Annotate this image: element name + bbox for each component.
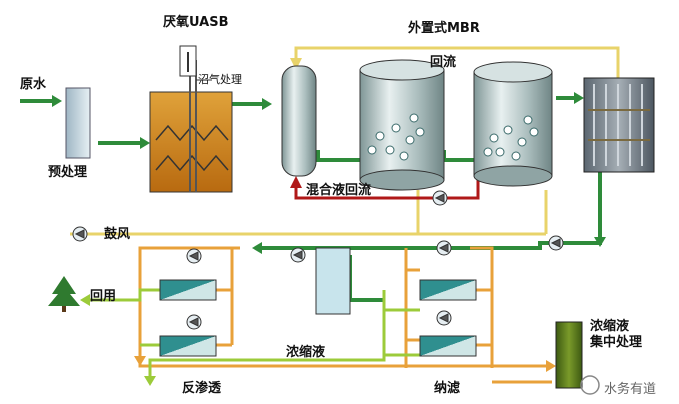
tree-icon bbox=[48, 276, 80, 312]
mixed-liquor-arrowhead bbox=[290, 176, 302, 188]
pump-ro-2 bbox=[186, 314, 202, 330]
label-concentrate-treatment-1: 浓缩液 bbox=[590, 319, 630, 334]
aeration-bubbles bbox=[367, 113, 539, 161]
concentrate-arrowheads bbox=[134, 356, 556, 372]
pump-ro-1 bbox=[186, 248, 202, 264]
mixed-liquor-line bbox=[294, 172, 480, 200]
reflux-arrowhead bbox=[290, 58, 302, 70]
pump-nf-1 bbox=[436, 240, 452, 256]
label-nanofiltration: 纳滤 bbox=[434, 381, 461, 396]
pretreatment-column bbox=[65, 87, 91, 159]
label-concentrate: 浓缩液 bbox=[286, 345, 326, 360]
label-reflux: 回流 bbox=[430, 55, 457, 70]
membrane-modules bbox=[159, 279, 477, 357]
air-reflux-lines bbox=[70, 46, 620, 236]
label-mixed-liquor-reflux: 混合液回流 bbox=[306, 183, 372, 198]
permeate-arrowheads bbox=[80, 294, 156, 386]
pump-nf-2 bbox=[436, 310, 452, 326]
watermark-logo-icon bbox=[580, 375, 600, 395]
mbr-module bbox=[583, 77, 655, 173]
label-external-mbr: 外置式MBR bbox=[408, 21, 480, 36]
anoxic-tank bbox=[281, 65, 317, 177]
label-uasb: 厌氧UASB bbox=[163, 15, 229, 30]
label-reverse-osmosis: 反渗透 bbox=[182, 381, 222, 396]
aerobic-tank-1 bbox=[359, 59, 445, 191]
pump-permeate bbox=[548, 235, 564, 251]
aerobic-tank-2 bbox=[473, 61, 553, 187]
pump-intermediate bbox=[290, 247, 306, 263]
label-biogas: 沼气处理 bbox=[198, 73, 242, 86]
permeate-lines bbox=[90, 288, 420, 380]
pump-reflux bbox=[432, 190, 448, 206]
pump-blower bbox=[72, 226, 88, 242]
uasb-reactor bbox=[149, 45, 233, 193]
label-concentrate-treatment-2: 集中处理 bbox=[590, 335, 643, 350]
intermediate-tank bbox=[315, 247, 351, 315]
pumps bbox=[72, 190, 564, 330]
concentrate-lines bbox=[138, 246, 552, 384]
label-reuse: 回用 bbox=[90, 289, 117, 304]
label-raw-water: 原水 bbox=[20, 77, 47, 92]
label-pretreatment: 预处理 bbox=[48, 165, 88, 180]
concentrate-treatment-unit bbox=[555, 321, 583, 389]
watermark-text: 水务有道 bbox=[604, 382, 657, 397]
label-aeration: 鼓风 bbox=[104, 227, 131, 242]
water-arrowheads bbox=[52, 92, 606, 254]
